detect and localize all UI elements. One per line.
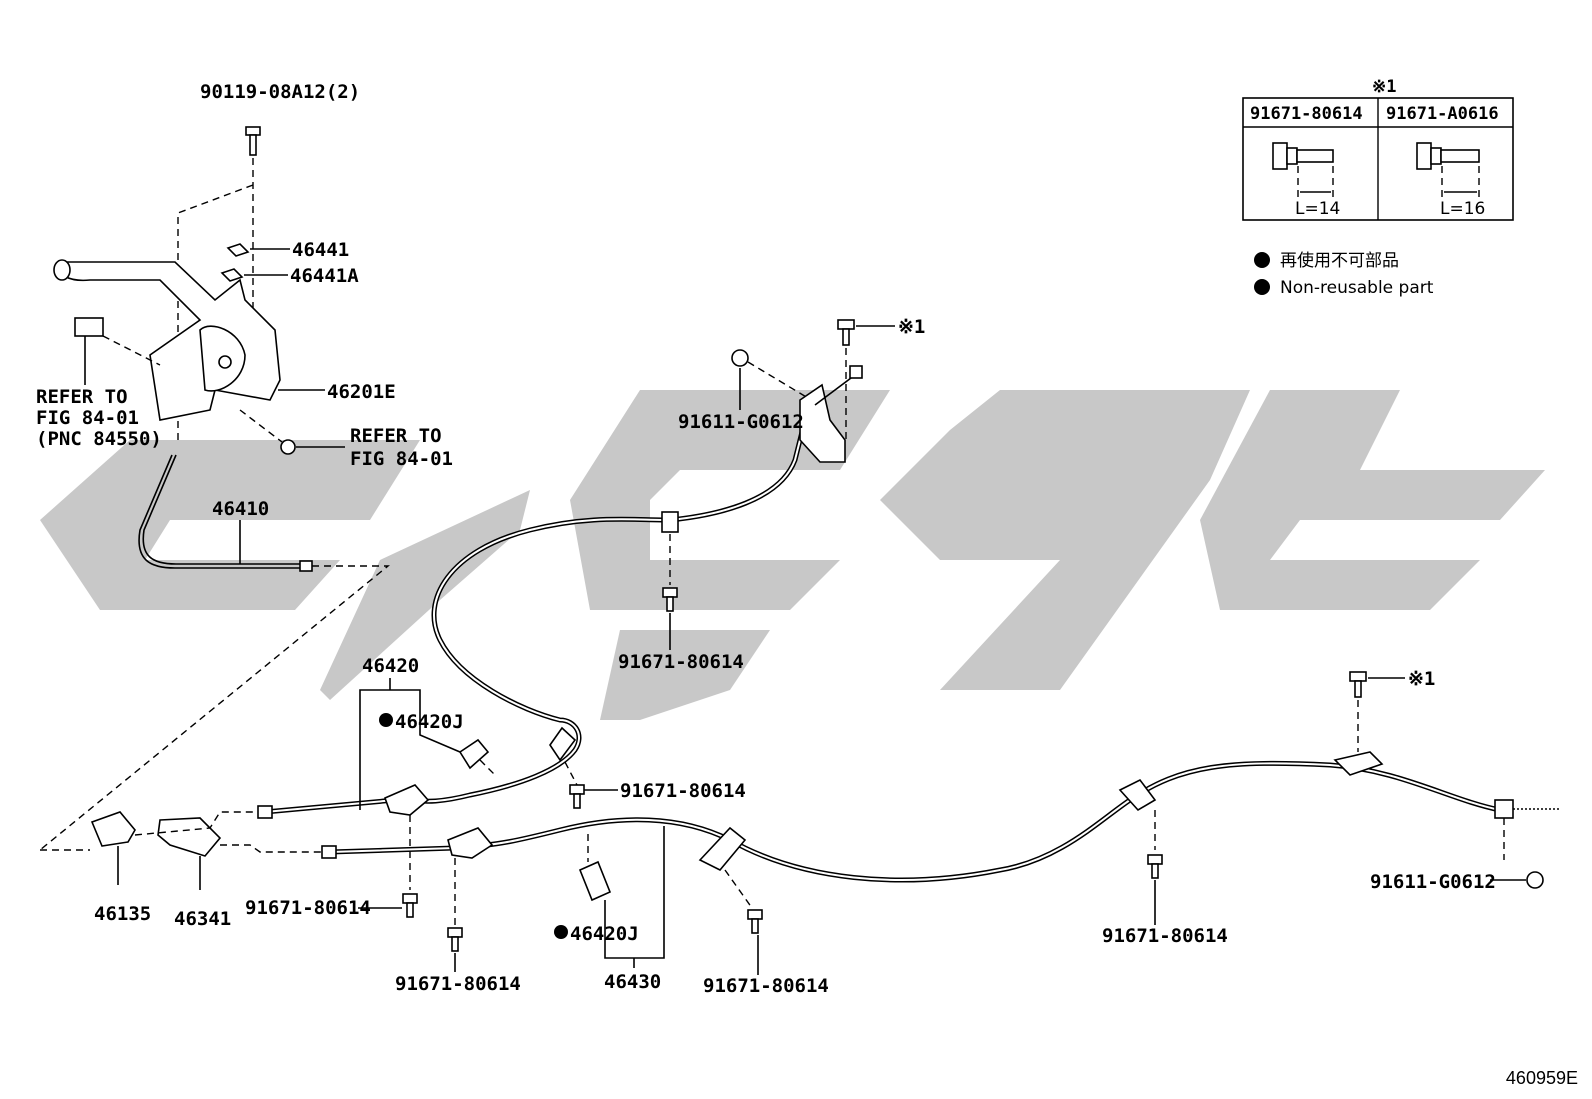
rear-cable-46420-grommet [661,511,679,533]
label-46410: 46410 [212,498,269,520]
bolt-b3-head [402,893,418,904]
watermark-shape-6 [1200,390,1545,610]
bolt-b1-shank [666,596,674,612]
bolt-b2-shank [573,793,581,809]
bolt-mark-right-head [1349,671,1367,682]
front-cable-end [299,560,313,572]
bolt-legend-table: ※1 91671-80614 91671-A0616 L=14 L=16 [1242,77,1514,221]
rear-cable-46420: 46420 46420J ※1 91611-G0612 91671-80614 … [245,316,925,919]
bolt-b6-shank [1151,863,1159,879]
nut-46441A [220,268,244,282]
bolt-mark-top-shank [842,328,850,346]
rear-cable-46430-clip-1 [698,826,747,871]
legend-note-jp: 再使用不可部品 [1280,250,1399,271]
watermark-shape-1 [40,440,420,610]
label-46420: 46420 [362,655,419,677]
rear-cable-46420-end [257,805,273,819]
rear-cable-46420-bracket [383,784,430,816]
bolt-90119-shank [249,134,257,156]
non-reusable-mark-b [554,925,568,939]
rear-cable-46430: 46420J 46430 91671-80614 91671-80614 916… [321,668,1560,997]
label-mark-right: ※1 [1408,668,1435,690]
label-46441: 46441 [292,239,349,261]
label-mark-top: ※1 [898,316,925,338]
bolt-b5-head [747,909,763,920]
legend-col2-length: L=16 [1440,199,1485,219]
rear-cable-46430-grommet [1118,778,1157,812]
label-46201E: 46201E [327,381,396,403]
clamp-46420J-a [458,738,490,770]
legend-bolt-icon-l14 [1272,142,1334,200]
watermark-shape-4 [600,630,770,720]
rear-cable-46430-bracket [447,827,494,859]
label-46420J-a: 46420J [395,711,464,733]
label-refer1-line3: (PNC 84550) [36,428,162,450]
legend-mark: ※1 [1372,77,1396,97]
rear-cable-46430-bracket-2 [1333,751,1384,776]
label-91611-right: 91611-G0612 [1370,871,1496,893]
brake-switch [74,317,104,337]
bolt-b6-head [1147,854,1163,865]
front-cable-46410 [138,454,300,569]
bolt-b4-shank [451,936,459,952]
label-b6: 91671-80614 [1102,925,1228,947]
label-46341: 46341 [174,908,231,930]
bolt-mark-top-head [837,319,855,330]
bolt-b2-head [569,784,585,795]
bolt-91611-right [1526,871,1544,889]
legend-dot-en [1254,279,1270,295]
legend-col1-length: L=14 [1295,199,1340,219]
stud-end [849,365,863,379]
non-reusable-mark-a [379,713,393,727]
watermark-logo [40,390,1545,720]
equalizer-assembly: 46135 46341 [40,811,325,930]
lever-grip-end [53,259,71,281]
nut-46441 [226,243,250,257]
bolt-91611-top [731,349,749,367]
label-46441A: 46441A [290,265,359,287]
legend-dot-jp [1254,252,1270,268]
label-refer1-line1: REFER TO [36,386,128,408]
label-90119: 90119-08A12(2) [200,81,360,103]
bolt-b5-shank [751,918,759,934]
clamp-46420J-b [578,860,612,902]
legend-note-en: Non-reusable part [1280,278,1434,298]
lever-assembly: 90119-08A12(2) 46441 46441A 46201E REFER… [36,81,453,851]
rear-cable-46430-end-fitting [1494,799,1514,819]
watermark-shape-2 [320,490,530,700]
legend-col1-part-no: 91671-80614 [1250,104,1363,124]
legend-bolt-icon-l16 [1416,142,1480,200]
label-b4: 91671-80614 [395,973,521,995]
yoke-46135 [90,811,136,847]
label-b3: 91671-80614 [245,897,371,919]
rear-cable-46420-end-bracket [799,383,846,463]
label-refer2-line2: FIG 84-01 [350,448,453,470]
drawing-id: 460959E [1505,1068,1578,1088]
non-reusable-legend: 再使用不可部品 Non-reusable part [1254,250,1434,298]
watermark-inner-cut [960,500,1110,540]
rear-cable-46420-clip [549,726,577,762]
bolt-90119-head [245,126,261,136]
label-91611-top: 91611-G0612 [678,411,804,433]
label-46135: 46135 [94,903,151,925]
bolt-mark-right-shank [1354,680,1362,698]
label-b1: 91671-80614 [618,651,744,673]
equalizer-46341 [157,817,222,857]
lever-pivot [218,355,232,369]
bolt-refer2 [280,439,296,455]
label-refer1-line2: FIG 84-01 [36,407,139,429]
bolt-b1-head [662,587,678,598]
bolt-b4-head [447,927,463,938]
bolt-b3-shank [406,902,414,918]
label-b5: 91671-80614 [703,975,829,997]
label-b2: 91671-80614 [620,780,746,802]
label-refer2-line1: REFER TO [350,425,442,447]
label-46430: 46430 [604,971,661,993]
rear-cable-46430-end [321,845,337,859]
legend-col2-part-no: 91671-A0616 [1386,104,1499,124]
